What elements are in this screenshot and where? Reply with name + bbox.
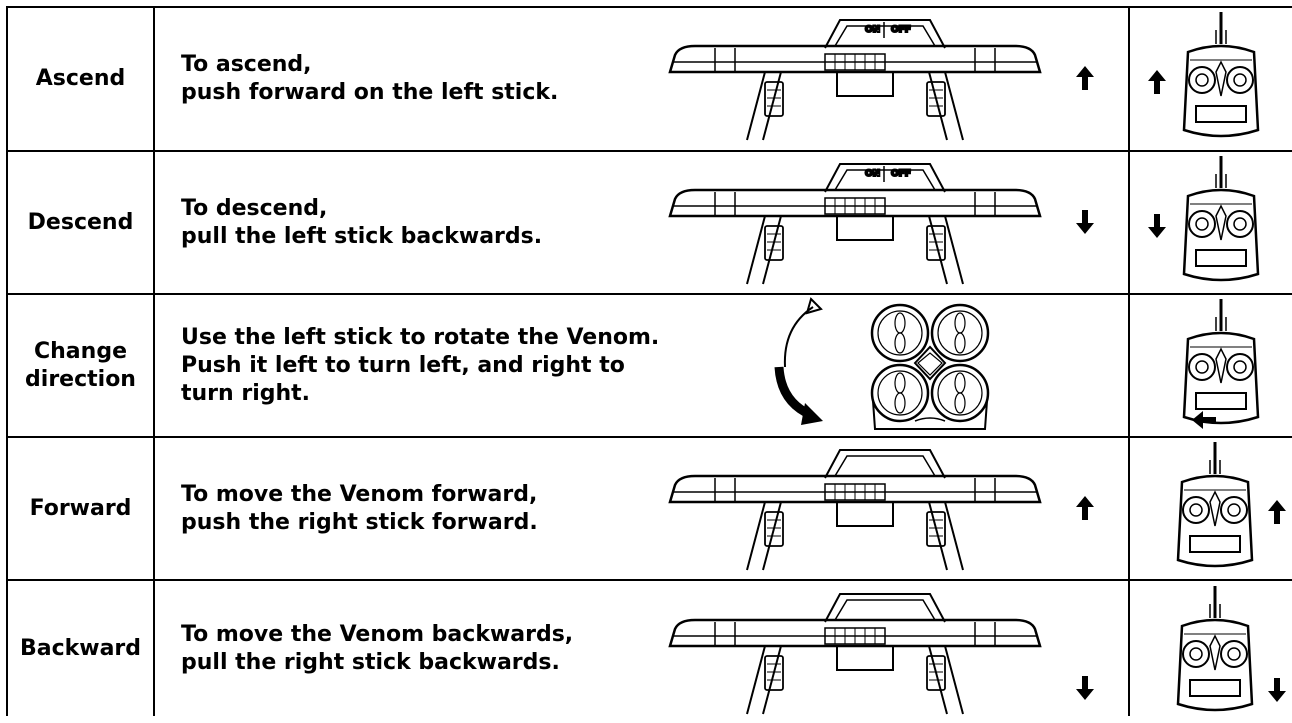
rotate-arrow-icon — [771, 297, 831, 431]
up-arrow-icon — [1148, 70, 1166, 98]
instruction-text: Use the left stick to rotate the Venom. … — [181, 324, 781, 408]
description-cell: To descend, pull the left stick backward… — [154, 151, 1129, 294]
drone-side-view-image: ON OFF — [655, 154, 1055, 293]
remote-cell — [1129, 580, 1292, 716]
remote-controller-image — [1178, 154, 1264, 292]
description-cell: To move the Venom backwards, pull the ri… — [154, 580, 1129, 716]
remote-controller-image — [1172, 584, 1258, 722]
svg-text:OFF: OFF — [891, 25, 911, 35]
left-arrow-icon — [1192, 411, 1216, 433]
up-arrow-icon — [1076, 496, 1094, 524]
remote-cell — [1129, 151, 1292, 294]
svg-text:ON: ON — [865, 25, 880, 35]
remote-cell — [1129, 7, 1292, 151]
maneuver-name: Forward — [7, 437, 154, 580]
description-cell: Use the left stick to rotate the Venom. … — [154, 294, 1129, 437]
remote-cell — [1129, 437, 1292, 580]
maneuver-name: Ascend — [7, 7, 154, 151]
up-arrow-icon — [1268, 500, 1286, 528]
down-arrow-icon — [1268, 678, 1286, 706]
remote-controller-image — [1172, 440, 1258, 578]
down-arrow-icon — [1076, 210, 1094, 238]
up-arrow-icon — [1076, 66, 1094, 94]
drone-side-view-image — [655, 440, 1055, 579]
remote-controller-image — [1178, 297, 1264, 435]
description-cell: To ascend, push forward on the left stic… — [154, 7, 1129, 151]
svg-text:ON: ON — [865, 169, 880, 179]
maneuver-name: Descend — [7, 151, 154, 294]
remote-cell — [1129, 294, 1292, 437]
maneuver-name: Backward — [7, 580, 154, 716]
drone-side-view-image — [655, 584, 1055, 723]
description-cell: To move the Venom forward, push the righ… — [154, 437, 1129, 580]
down-arrow-icon — [1148, 214, 1166, 242]
remote-controller-image — [1178, 10, 1264, 148]
down-arrow-icon — [1076, 676, 1094, 704]
svg-text:OFF: OFF — [891, 169, 911, 179]
maneuver-name: Change direction — [7, 294, 154, 437]
control-row: Change direction Use the left stick to ro… — [7, 294, 1292, 437]
drone-top-view-image — [855, 291, 1005, 445]
drone-side-view-image: ON OFF — [655, 10, 1055, 149]
